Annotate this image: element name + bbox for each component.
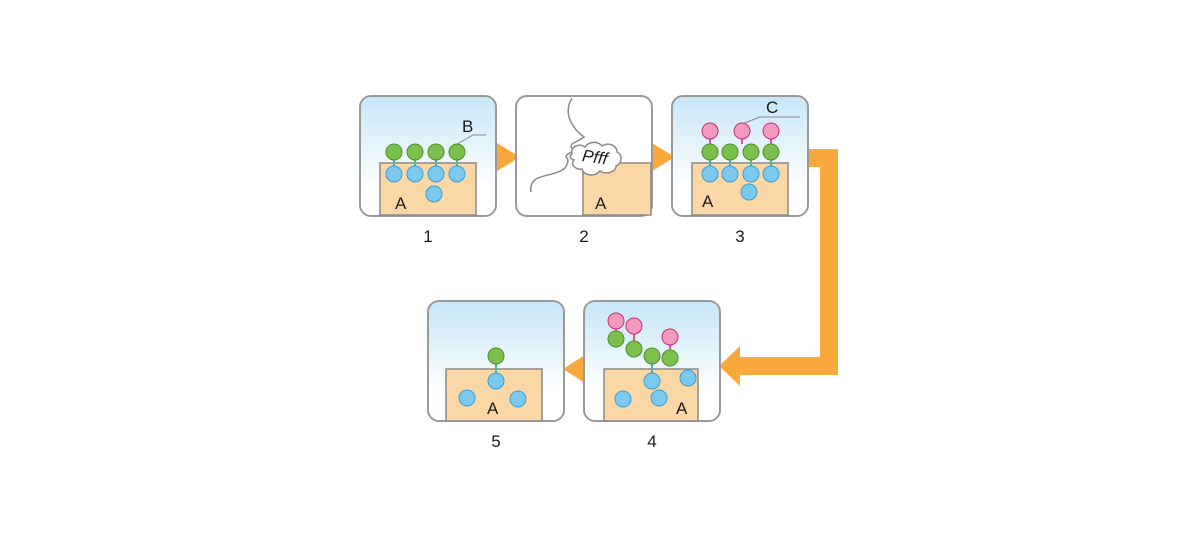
callout-label-b: B xyxy=(462,117,473,136)
panel-2: Pfff A xyxy=(515,95,653,217)
callout-label-c: C xyxy=(766,98,778,117)
pink-molecules xyxy=(701,122,780,140)
bonds xyxy=(709,160,772,166)
blue-molecules xyxy=(458,372,527,408)
bonds xyxy=(393,160,458,166)
base-label: A xyxy=(702,192,714,211)
panel-5: A xyxy=(427,300,565,422)
blue-molecules xyxy=(614,369,697,408)
panel-4: A xyxy=(583,300,721,422)
green-molecules xyxy=(487,347,505,365)
base-label: A xyxy=(395,194,407,213)
panel-number-3: 3 xyxy=(735,227,744,246)
arrow-4-to-5 xyxy=(563,355,585,383)
blue-molecules xyxy=(385,165,466,203)
panel-number-5: 5 xyxy=(491,432,500,451)
base-label: A xyxy=(595,194,607,213)
panel-number-2: 2 xyxy=(579,227,588,246)
speech-bubble xyxy=(569,141,622,176)
green-molecules xyxy=(701,143,780,161)
pink-bonds xyxy=(709,139,772,144)
blue-molecules xyxy=(701,165,780,201)
callout-line xyxy=(741,116,800,125)
base-label: A xyxy=(487,399,499,418)
green-molecules xyxy=(607,330,679,367)
panel-1: B A xyxy=(359,95,497,217)
panel-number-4: 4 xyxy=(647,432,656,451)
callout-line xyxy=(456,134,486,145)
panel-number-1: 1 xyxy=(423,227,432,246)
panel-3: C A xyxy=(671,95,809,217)
base-label: A xyxy=(676,399,688,418)
arrow-2-to-3 xyxy=(652,143,675,171)
pink-molecules xyxy=(607,312,679,346)
green-molecules xyxy=(385,143,466,161)
arrow-3-to-4 xyxy=(719,149,838,386)
speech-text: Pfff xyxy=(581,146,611,169)
arrow-1-to-2 xyxy=(497,143,520,171)
